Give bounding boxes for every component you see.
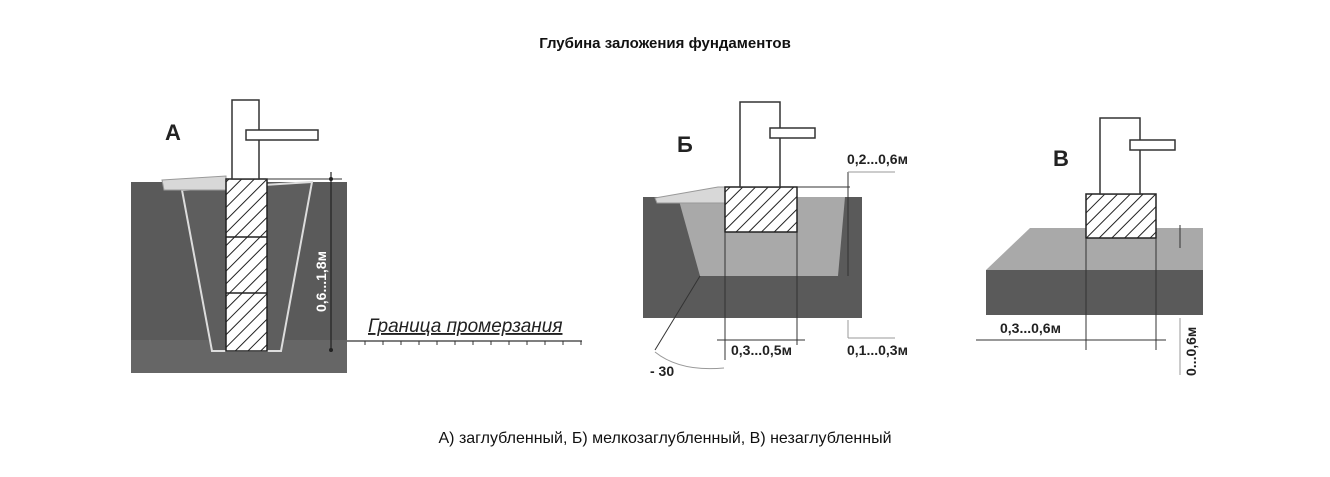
bottom-dimension-label: 0,1...0,3м xyxy=(847,342,908,358)
depth-dimension-label: 0...0,6м xyxy=(1183,327,1199,376)
floor-beam xyxy=(769,127,816,139)
width-dimension-label: 0,3...0,6м xyxy=(1000,320,1061,336)
diagram-caption: А) заглубленный, Б) мелкозаглубленный, В… xyxy=(438,430,892,447)
blind-area xyxy=(654,186,726,204)
wall-post xyxy=(1099,117,1141,195)
angle-label: - 30 xyxy=(650,363,674,379)
diagram-title: Глубина заложения фундаментов xyxy=(539,35,791,52)
foundation-block xyxy=(724,186,798,233)
foundation-block xyxy=(1085,193,1157,239)
panel-c-surface-foundation: В 0,3...0,6м 0...0,6м xyxy=(976,117,1203,376)
panel-b-shallow-foundation: Б 0,2...0,6м 0,3...0,5м 0,1...0,3м - 30 xyxy=(643,101,908,379)
panel-c-label: В xyxy=(1053,146,1069,171)
soil xyxy=(986,270,1203,315)
floor-beam xyxy=(245,129,319,141)
wall-post xyxy=(739,101,781,188)
sand-bed xyxy=(678,197,845,276)
panel-a-label: А xyxy=(165,120,181,145)
floor-beam xyxy=(1129,139,1176,151)
frost-line-label: Граница промерзания xyxy=(368,316,562,337)
width-dimension-label: 0,3...0,5м xyxy=(731,342,792,358)
depth-label: 0,6...1,8м xyxy=(313,251,329,312)
foundation-column xyxy=(225,178,268,352)
panel-a-deep-foundation: 0,6...1,8м А Граница промерзания xyxy=(131,99,582,373)
panel-b-label: Б xyxy=(677,132,693,157)
blind-area xyxy=(161,175,227,191)
top-dimension-label: 0,2...0,6м xyxy=(847,151,908,167)
